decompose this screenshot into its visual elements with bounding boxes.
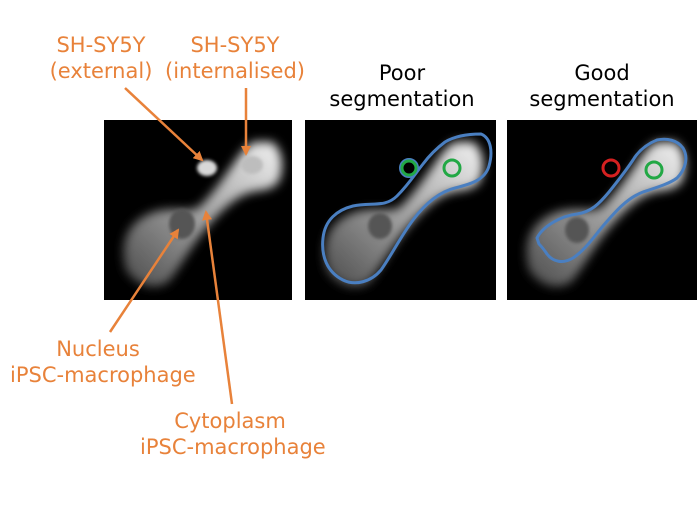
macrophage-nucleus [169, 209, 195, 239]
poor-macrophage-nucleus [368, 213, 392, 239]
sh-sy5y-internal-cell [241, 156, 263, 174]
title-good-line1: Good [574, 61, 630, 85]
arrow-to-external-cell [124, 87, 204, 162]
poor-external-marker [400, 159, 418, 177]
title-good-segmentation: Good segmentation [518, 60, 686, 112]
label-nucleus: Nucleus iPSC-macrophage [10, 336, 196, 388]
title-poor-line1: Poor [378, 61, 426, 85]
title-poor-segmentation: Poor segmentation [318, 60, 486, 112]
label-sh-external-line2: (external) [49, 59, 153, 83]
raw-image-content [123, 142, 282, 287]
good-segmentation-outline [535, 137, 688, 263]
good-macrophage-nucleus [565, 217, 589, 243]
title-good-line2: segmentation [529, 87, 675, 111]
label-nucleus-line2: iPSC-macrophage [10, 363, 196, 387]
label-sh-internal: SH-SY5Y (internalised) [160, 32, 310, 84]
label-sh-internal-line1: SH-SY5Y [190, 33, 280, 57]
sh-sy5y-external-cell [197, 160, 217, 176]
poor-internal-marker [442, 158, 462, 178]
poor-segmentation-content [321, 132, 493, 287]
arrow-to-cytoplasm [202, 210, 234, 405]
label-cytoplasm: Cytoplasm iPSC-macrophage [140, 408, 326, 460]
label-cytoplasm-line2: iPSC-macrophage [140, 435, 326, 459]
title-poor-line2: segmentation [329, 87, 475, 111]
arrow-to-nucleus [108, 228, 180, 333]
good-internal-marker [644, 160, 664, 180]
label-sh-external: SH-SY5Y (external) [46, 32, 156, 84]
label-cytoplasm-line1: Cytoplasm [174, 409, 286, 433]
label-nucleus-line1: Nucleus [56, 337, 140, 361]
good-external-marker [601, 158, 621, 178]
good-segmentation-content [526, 137, 688, 287]
label-sh-internal-line2: (internalised) [165, 59, 305, 83]
label-sh-external-line1: SH-SY5Y [56, 33, 146, 57]
poor-segmentation-outline [321, 132, 493, 285]
